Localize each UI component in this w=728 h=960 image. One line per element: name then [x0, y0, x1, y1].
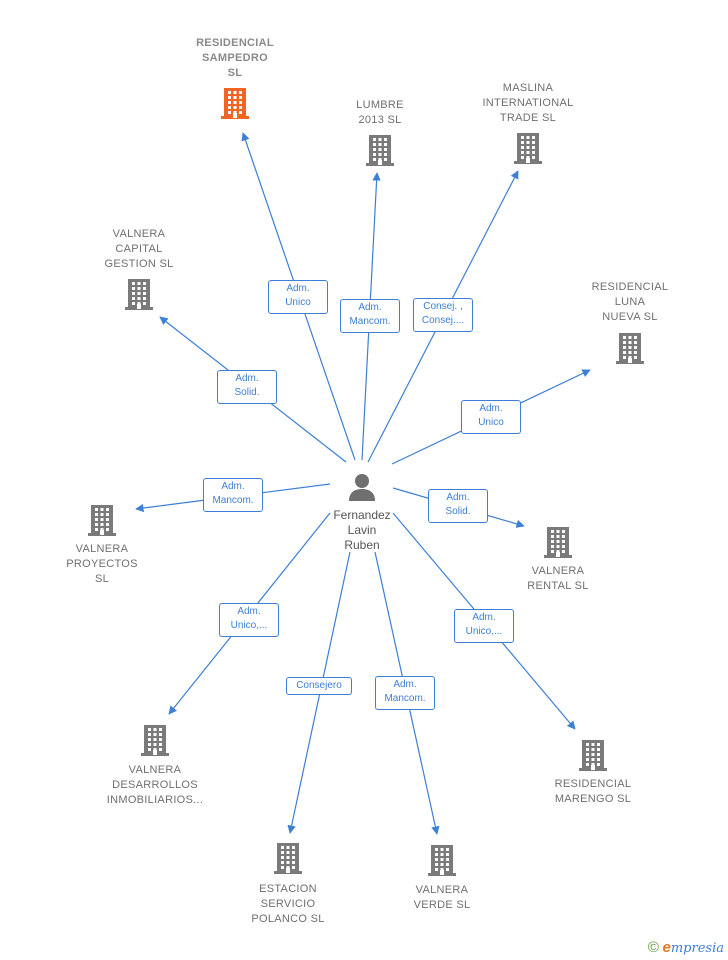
company-label-residencial-sampedro[interactable]: RESIDENCIAL SAMPEDRO SL	[196, 37, 274, 79]
brand-logo-initial: e	[662, 939, 671, 956]
person-name-label[interactable]: Fernandez Lavin Ruben	[333, 508, 391, 552]
company-label-maslina-international-trade[interactable]: MASLINA INTERNATIONAL TRADE SL	[482, 82, 574, 124]
relation-label-maslina-international-trade[interactable]: Consej. , Consej....	[413, 298, 473, 332]
company-label-valnera-proyectos[interactable]: VALNERA PROYECTOS SL	[66, 543, 138, 585]
relation-label-estacion-servicio-polanco[interactable]: Consejero	[286, 677, 352, 695]
building-icon[interactable]	[513, 131, 543, 170]
relation-label-valnera-proyectos[interactable]: Adm. Mancom.	[203, 478, 263, 512]
company-label-valnera-desarrollos[interactable]: VALNERA DESARROLLOS INMOBILIARIOS...	[106, 764, 204, 806]
footer-brand: © empresia	[648, 939, 724, 956]
company-label-valnera-rental[interactable]: VALNERA RENTAL SL	[527, 565, 589, 592]
company-label-residencial-luna-nueva[interactable]: RESIDENCIAL LUNA NUEVA SL	[591, 281, 669, 323]
building-icon[interactable]	[427, 843, 457, 882]
brand-name: mpresia	[670, 941, 724, 956]
relation-label-residencial-marengo[interactable]: Adm. Unico,...	[454, 609, 514, 643]
company-label-estacion-servicio-polanco[interactable]: ESTACION SERVICIO POLANCO SL	[251, 883, 325, 925]
relation-label-lumbre-2013[interactable]: Adm. Mancom.	[340, 299, 400, 333]
company-label-valnera-verde[interactable]: VALNERA VERDE SL	[413, 884, 471, 911]
building-icon[interactable]	[124, 277, 154, 316]
building-icon[interactable]	[578, 738, 608, 777]
building-icon[interactable]	[365, 133, 395, 172]
building-icon[interactable]	[273, 841, 303, 880]
relation-label-valnera-verde[interactable]: Adm. Mancom.	[375, 676, 435, 710]
relation-label-valnera-capital-gestion[interactable]: Adm. Solid.	[217, 370, 277, 404]
relation-label-valnera-desarrollos[interactable]: Adm. Unico,...	[219, 603, 279, 637]
company-label-valnera-capital-gestion[interactable]: VALNERA CAPITAL GESTION SL	[104, 228, 174, 270]
relation-label-residencial-luna-nueva[interactable]: Adm. Unico	[461, 400, 521, 434]
person-icon[interactable]	[347, 472, 377, 507]
relation-label-residencial-sampedro[interactable]: Adm. Unico	[268, 280, 328, 314]
building-icon[interactable]	[615, 331, 645, 370]
company-label-residencial-marengo[interactable]: RESIDENCIAL MARENGO SL	[554, 778, 632, 805]
building-icon[interactable]	[87, 503, 117, 542]
copyright-icon: ©	[647, 939, 659, 956]
company-label-lumbre-2013[interactable]: LUMBRE 2013 SL	[356, 99, 404, 126]
relation-label-valnera-rental[interactable]: Adm. Solid.	[428, 489, 488, 523]
building-icon[interactable]	[543, 525, 573, 564]
building-icon[interactable]	[140, 723, 170, 762]
building-icon[interactable]	[220, 86, 250, 125]
